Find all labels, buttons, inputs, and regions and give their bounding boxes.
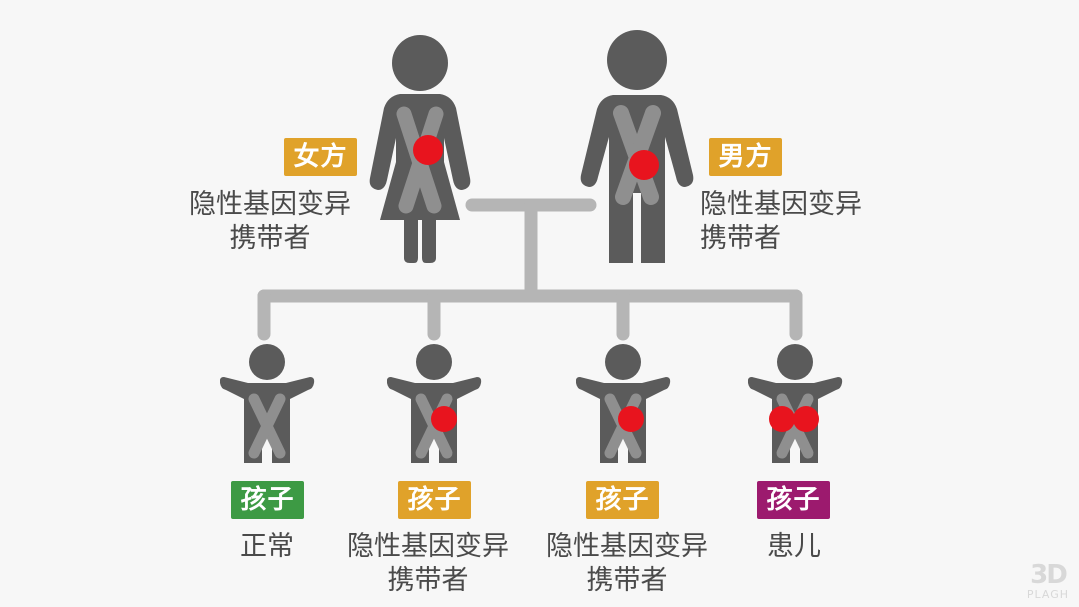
mother-head bbox=[392, 35, 448, 91]
child-badge-carrier-2: 孩子 bbox=[586, 481, 659, 519]
father-description: 隐性基因变异 携带者 bbox=[700, 188, 900, 256]
child-badge-carrier-1: 孩子 bbox=[398, 481, 471, 519]
child-description-carrier-1-line2: 携带者 bbox=[387, 565, 469, 596]
child-figure-icon-2 bbox=[387, 344, 482, 463]
mother-figure-icon bbox=[369, 35, 471, 263]
child-figure-icon-3 bbox=[576, 344, 671, 463]
child-figure-icon-1 bbox=[220, 344, 315, 463]
child-description-affected: 患儿 bbox=[694, 530, 894, 564]
child-description-carrier-1: 隐性基因变异 携带者 bbox=[328, 530, 528, 598]
watermark-text: PLAGH bbox=[1026, 588, 1070, 601]
father-head bbox=[607, 30, 667, 90]
father-description-line1: 隐性基因变异 bbox=[700, 189, 862, 220]
mother-description-line1: 隐性基因变异 bbox=[189, 189, 351, 220]
child-description-carrier-1-line1: 隐性基因变异 bbox=[347, 531, 509, 562]
mother-mutation-dot bbox=[413, 135, 443, 165]
child-badge-normal: 孩子 bbox=[231, 481, 304, 519]
father-description-line2: 携带者 bbox=[700, 223, 781, 254]
mother-description-line2: 携带者 bbox=[229, 223, 311, 254]
child-description-normal: 正常 bbox=[167, 530, 367, 564]
child-figure-icon-4 bbox=[748, 344, 843, 463]
mother-description: 隐性基因变异 携带者 bbox=[170, 188, 370, 256]
child-description-normal-line1: 正常 bbox=[240, 531, 294, 562]
child-description-carrier-2-line1: 隐性基因变异 bbox=[546, 531, 708, 562]
father-badge: 男方 bbox=[709, 138, 782, 176]
child-description-carrier-2-line2: 携带者 bbox=[586, 565, 668, 596]
father-figure-icon bbox=[580, 30, 694, 263]
child-description-affected-line1: 患儿 bbox=[767, 531, 821, 562]
father-mutation-dot bbox=[629, 150, 659, 180]
mother-badge: 女方 bbox=[284, 138, 357, 176]
watermark-number: 3D bbox=[1030, 560, 1068, 590]
watermark-logo: 3D PLAGH bbox=[1022, 562, 1074, 604]
child-badge-affected: 孩子 bbox=[757, 481, 830, 519]
child-description-carrier-2: 隐性基因变异 携带者 bbox=[527, 530, 727, 598]
